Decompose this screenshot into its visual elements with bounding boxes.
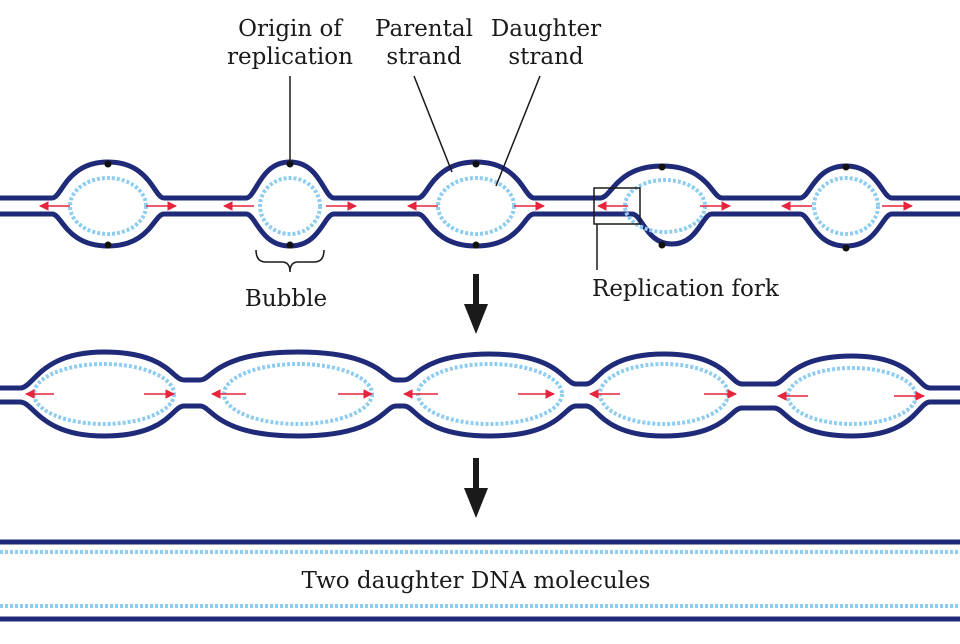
stage1-labels: Origin of replication Parental strand Da… [227, 16, 780, 312]
parental-pointer [413, 75, 453, 173]
parental-label-line2: strand [386, 44, 462, 70]
stage2-parental-top [0, 349, 960, 391]
origin-label-line1: Origin of [238, 16, 343, 42]
stage-3-daughter-molecules: Two daughter DNA molecules [0, 539, 960, 622]
stage-1-bubbles [0, 159, 960, 252]
bubble-label: Bubble [245, 286, 327, 312]
stage1-origin-dots [104, 160, 850, 252]
replication-fork-box [593, 187, 641, 225]
bubble-brace [255, 249, 325, 273]
daughter-label-line1: Daughter [491, 16, 601, 42]
replication-fork-label: Replication fork [592, 276, 780, 302]
result-label: Two daughter DNA molecules [302, 568, 651, 594]
down-arrow-2 [464, 458, 488, 518]
daughter-label-line2: strand [508, 44, 584, 70]
origin-label-line2: replication [227, 44, 353, 70]
stage1-daughter-strands [68, 176, 880, 236]
parental-label-line1: Parental [375, 16, 473, 42]
down-arrow-1 [464, 274, 488, 334]
stage2-fork-arrows [25, 389, 925, 401]
stage2-parental-bottom [0, 399, 960, 439]
stage-2-bubbles [0, 349, 960, 439]
daughter-pointer [495, 75, 541, 187]
